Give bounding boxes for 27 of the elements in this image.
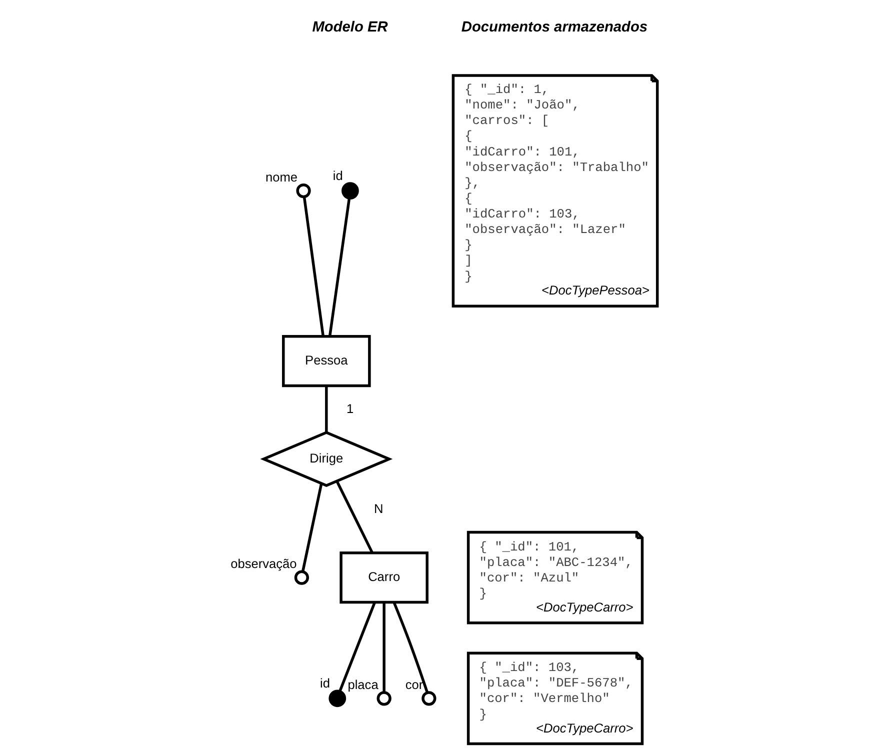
edge-label: 1	[346, 400, 354, 416]
label: Documentos armazenados	[461, 19, 648, 36]
node-box: Carro	[340, 551, 428, 604]
node-circle	[422, 691, 436, 706]
node-circle	[294, 570, 310, 585]
connector	[325, 386, 328, 432]
node-dot	[342, 182, 359, 200]
node-label: id	[332, 168, 343, 183]
node-label: placa	[348, 676, 378, 692]
node-label: observação	[230, 556, 297, 572]
node-label: id	[320, 676, 330, 691]
connector	[392, 602, 429, 693]
label: Modelo ER	[312, 19, 388, 36]
connector	[328, 198, 351, 336]
connector	[338, 602, 376, 692]
node-label: cor	[405, 676, 424, 692]
connector	[382, 602, 386, 692]
connector	[302, 196, 325, 336]
node-circle	[376, 691, 392, 706]
connector	[336, 480, 374, 554]
node-dot	[328, 690, 346, 708]
edge-label: N	[374, 500, 384, 516]
connector	[301, 483, 323, 572]
node-circle	[296, 183, 311, 198]
node-label: nome	[266, 169, 298, 184]
node-box: Pessoa	[282, 334, 371, 388]
node-diamond: Dirige	[260, 430, 393, 488]
